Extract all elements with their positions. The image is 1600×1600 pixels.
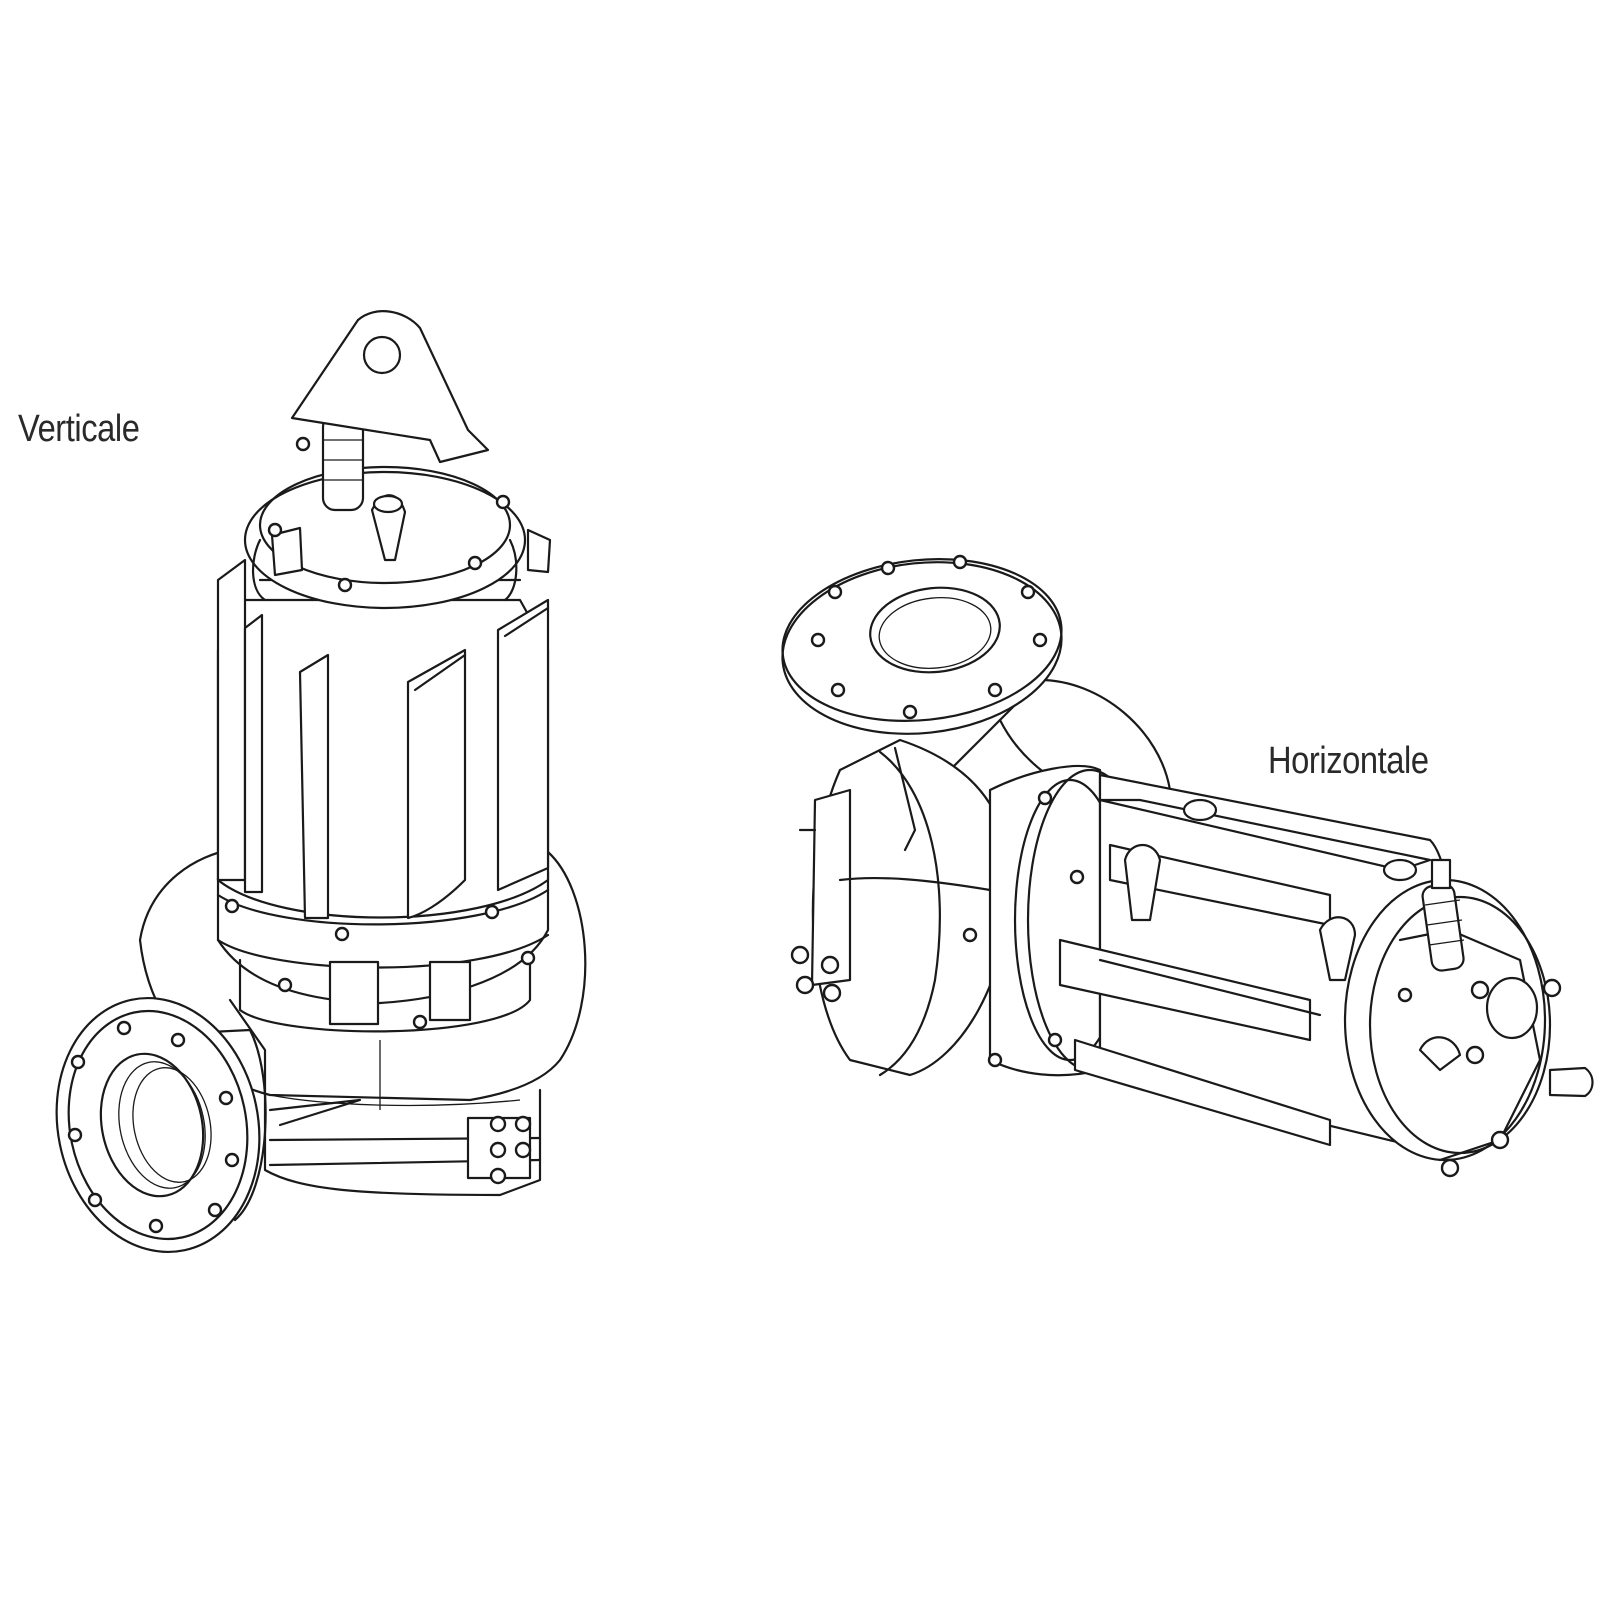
- vertical-pump-top-cover: [243, 310, 552, 610]
- label-horizontale: Horizontale: [1268, 740, 1429, 782]
- horizontal-pump-rear-cover: [1343, 858, 1594, 1178]
- horizontal-pump-drawing: [781, 554, 1594, 1178]
- horizontal-pump-volute: [790, 738, 1012, 1077]
- vertical-pump-drawing: [55, 310, 587, 1254]
- label-verticale: Verticale: [18, 408, 140, 450]
- vertical-pump-motor-body: [216, 558, 550, 920]
- vertical-pump-inlet-flange: [55, 996, 267, 1254]
- vertical-pump-volute: [138, 848, 587, 1197]
- horizontal-pump-middle-ring: [962, 764, 1154, 1077]
- horizontal-pump-discharge-flange: [781, 554, 1172, 802]
